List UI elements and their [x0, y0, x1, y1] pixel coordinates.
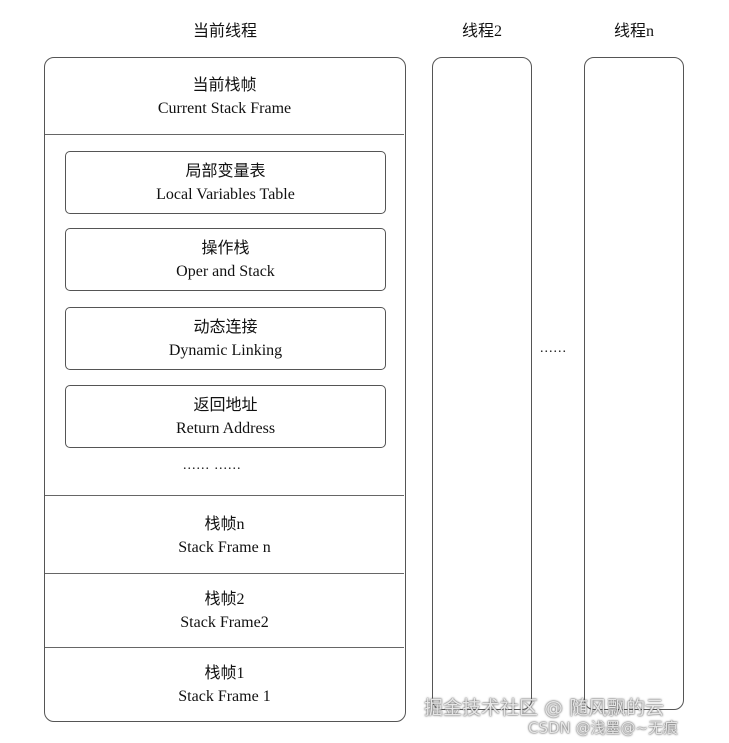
local-variables-table: 局部变量表 Local Variables Table	[65, 151, 386, 214]
stack-frame-n-en: Stack Frame n	[178, 539, 271, 556]
stack-frame-2-zh: 栈帧2	[204, 591, 245, 608]
operand-stack-en: Oper and Stack	[176, 262, 275, 280]
divider-frame-n	[45, 573, 404, 574]
divider-current-frame	[45, 134, 404, 135]
current-stack-frame: 当前栈帧 Current Stack Frame	[45, 72, 404, 122]
dynamic-linking: 动态连接 Dynamic Linking	[65, 307, 386, 370]
between-threads-ellipsis: ......	[540, 341, 567, 356]
divider-frame-2	[45, 647, 404, 648]
thread2-title: 线程2	[461, 23, 502, 40]
current-thread-stack: 当前栈帧 Current Stack Frame 局部变量表 Local Var…	[44, 57, 406, 722]
local-variables-table-zh: 局部变量表	[185, 162, 266, 180]
local-variables-table-en: Local Variables Table	[156, 185, 295, 203]
watermark-csdn: CSDN @浅墨@~无痕	[528, 719, 679, 737]
operand-stack-zh: 操作栈	[201, 239, 250, 257]
stack-frame-2-en: Stack Frame2	[180, 614, 269, 631]
current-stack-frame-en: Current Stack Frame	[157, 100, 292, 117]
stack-frame-1: 栈帧1 Stack Frame 1	[45, 660, 404, 710]
dynamic-linking-en: Dynamic Linking	[168, 341, 283, 359]
return-address: 返回地址 Return Address	[65, 385, 386, 448]
return-address-zh: 返回地址	[193, 396, 258, 414]
stack-frame-n: 栈帧n Stack Frame n	[45, 511, 404, 561]
stack-frame-1-en: Stack Frame 1	[178, 688, 271, 705]
current-stack-frame-zh: 当前栈帧	[192, 77, 257, 94]
stack-frame-1-zh: 栈帧1	[204, 665, 245, 682]
frame-parts-ellipsis: ...... ......	[183, 458, 242, 473]
return-address-en: Return Address	[175, 419, 276, 437]
divider-parts-end	[45, 495, 404, 496]
thread2-stack	[432, 57, 532, 710]
operand-stack: 操作栈 Oper and Stack	[65, 228, 386, 291]
stack-frame-2: 栈帧2 Stack Frame2	[45, 586, 404, 636]
current-thread-title: 当前线程	[192, 23, 257, 40]
threadn-stack	[584, 57, 684, 710]
watermark-juejin: 掘金技术社区 @ 随风飘的云	[424, 697, 665, 719]
threadn-title: 线程n	[613, 23, 654, 40]
stack-frame-n-zh: 栈帧n	[204, 516, 245, 533]
dynamic-linking-zh: 动态连接	[193, 318, 258, 336]
